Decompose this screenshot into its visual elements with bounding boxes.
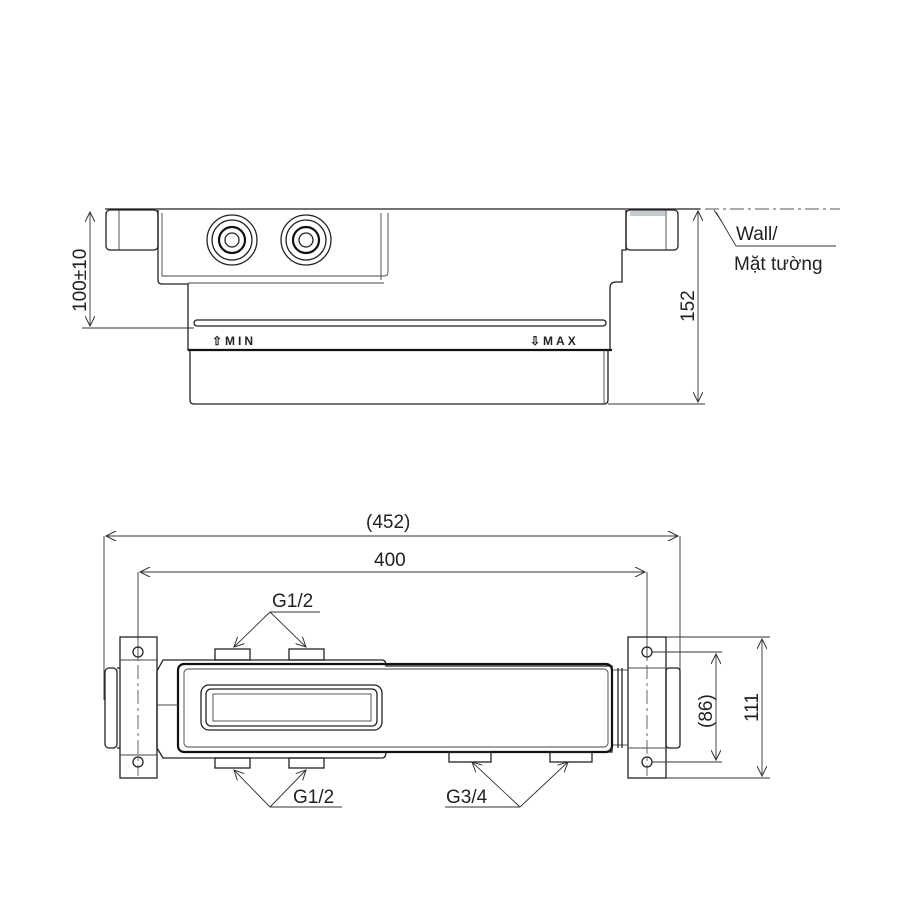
port-outlet-2 bbox=[549, 751, 593, 763]
left-connector bbox=[105, 209, 159, 251]
level-groove bbox=[193, 319, 607, 327]
valve-body-top bbox=[156, 659, 613, 759]
port-bottom-1 bbox=[214, 757, 251, 769]
wall-label-vi: Mặt tường bbox=[734, 254, 823, 275]
dim-inner-height: (86) bbox=[696, 694, 717, 728]
dim-total-depth: 152 bbox=[678, 290, 699, 322]
right-mount-bracket bbox=[612, 636, 681, 779]
port-top-2 bbox=[288, 648, 325, 661]
port-bottom-right-label: G3/4 bbox=[446, 787, 488, 808]
min-mark: ⇧MIN bbox=[212, 334, 256, 348]
dim-mount-width: 400 bbox=[374, 550, 406, 571]
port-outlet-1 bbox=[448, 751, 492, 763]
top-view: (452) 400 bbox=[103, 512, 770, 808]
wall-label-en: Wall/ bbox=[736, 224, 778, 245]
side-view: ⇧MIN ⇩MAX 100±10 152 Wall/ Mặt tường bbox=[70, 208, 840, 405]
left-mount-bracket bbox=[104, 636, 158, 779]
port-bottom-2 bbox=[288, 757, 325, 769]
dim-depth-adjust: 100±10 bbox=[70, 249, 91, 312]
dim-outer-height: 111 bbox=[742, 693, 763, 722]
port-top-1 bbox=[214, 648, 251, 661]
port-bottom-left-label: G1/2 bbox=[293, 787, 334, 808]
valve-body bbox=[157, 210, 627, 351]
control-window bbox=[200, 684, 383, 731]
dim-overall-width: (452) bbox=[366, 512, 410, 533]
inlet-port-2 bbox=[280, 214, 332, 266]
lower-housing bbox=[189, 350, 609, 405]
max-mark: ⇩MAX bbox=[530, 334, 579, 348]
port-top-label: G1/2 bbox=[272, 591, 313, 612]
inlet-port-1 bbox=[206, 214, 258, 266]
valve-face bbox=[176, 662, 614, 754]
